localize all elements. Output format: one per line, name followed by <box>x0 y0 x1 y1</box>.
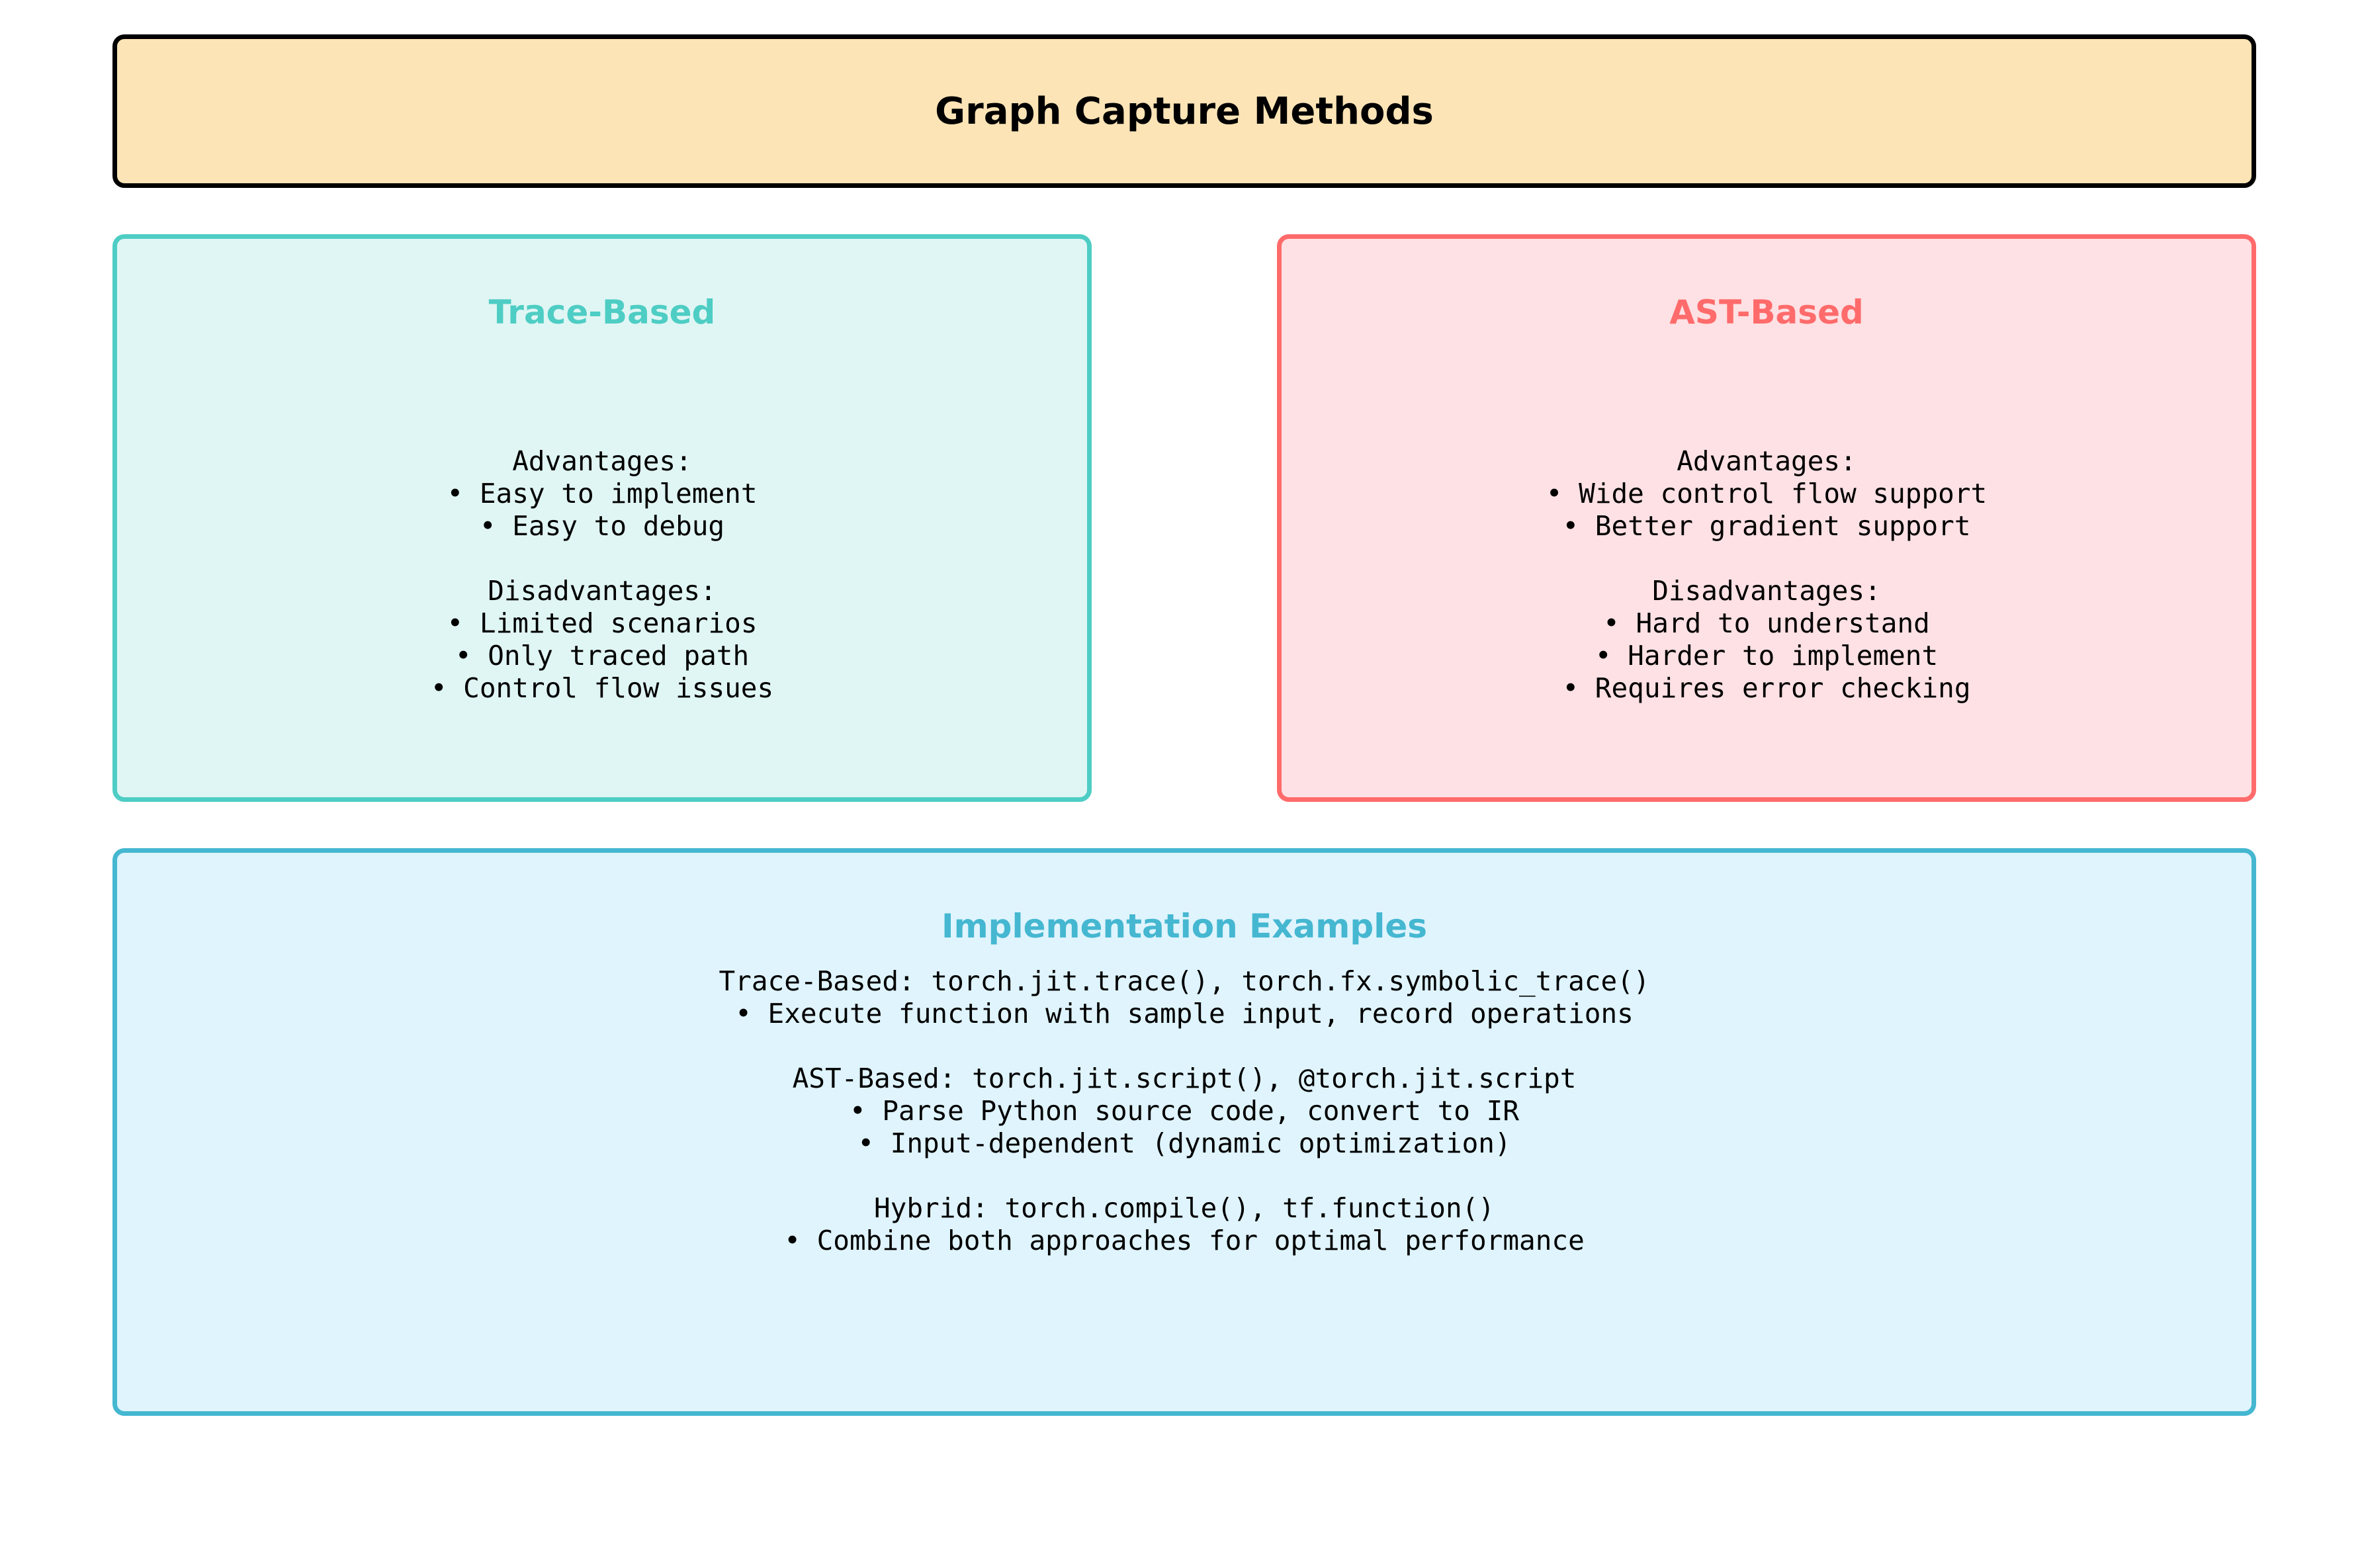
trace-based-details: Advantages: • Easy to implement • Easy t… <box>117 445 1087 705</box>
advantages-heading: Advantages: <box>512 445 692 477</box>
disadvantage-item: • Limited scenarios <box>447 607 758 639</box>
ast-based-box: AST-Based Advantages: • Wide control flo… <box>1277 234 2256 802</box>
disadvantage-item: • Harder to implement <box>1595 640 1939 672</box>
hybrid-example-heading: Hybrid: torch.compile(), tf.function() <box>874 1192 1495 1224</box>
ast-example-heading: AST-Based: torch.jit.script(), @torch.ji… <box>792 1063 1577 1094</box>
diagram-title: Graph Capture Methods <box>935 89 1434 133</box>
header-box: Graph Capture Methods <box>112 34 2256 188</box>
trace-based-box: Trace-Based Advantages: • Easy to implem… <box>112 234 1092 802</box>
ast-example-point: • Input-dependent (dynamic optimization) <box>857 1127 1511 1159</box>
implementation-examples-box: Implementation Examples Trace-Based: tor… <box>112 848 2256 1416</box>
implementation-examples-details: Trace-Based: torch.jit.trace(), torch.fx… <box>117 965 2252 1257</box>
implementation-examples-title: Implementation Examples <box>941 907 1428 945</box>
advantage-item: • Better gradient support <box>1562 510 1971 542</box>
disadvantage-item: • Control flow issues <box>430 672 774 704</box>
disadvantages-heading: Disadvantages: <box>1652 575 1881 607</box>
ast-based-title: AST-Based <box>1669 293 1864 331</box>
disadvantage-item: • Only traced path <box>455 640 750 672</box>
hybrid-example-point: • Combine both approaches for optimal pe… <box>784 1225 1585 1256</box>
advantage-item: • Easy to debug <box>479 510 725 542</box>
trace-based-title: Trace-Based <box>488 293 716 331</box>
trace-example-heading: Trace-Based: torch.jit.trace(), torch.fx… <box>719 965 1650 997</box>
trace-example-point: • Execute function with sample input, re… <box>735 998 1634 1029</box>
advantage-item: • Wide control flow support <box>1546 478 1988 509</box>
disadvantages-heading: Disadvantages: <box>488 575 717 607</box>
advantage-item: • Easy to implement <box>447 478 758 509</box>
ast-based-details: Advantages: • Wide control flow support … <box>1282 445 2252 705</box>
disadvantage-item: • Hard to understand <box>1603 607 1930 639</box>
advantages-heading: Advantages: <box>1677 445 1857 477</box>
ast-example-point: • Parse Python source code, convert to I… <box>849 1095 1520 1127</box>
disadvantage-item: • Requires error checking <box>1562 672 1971 704</box>
